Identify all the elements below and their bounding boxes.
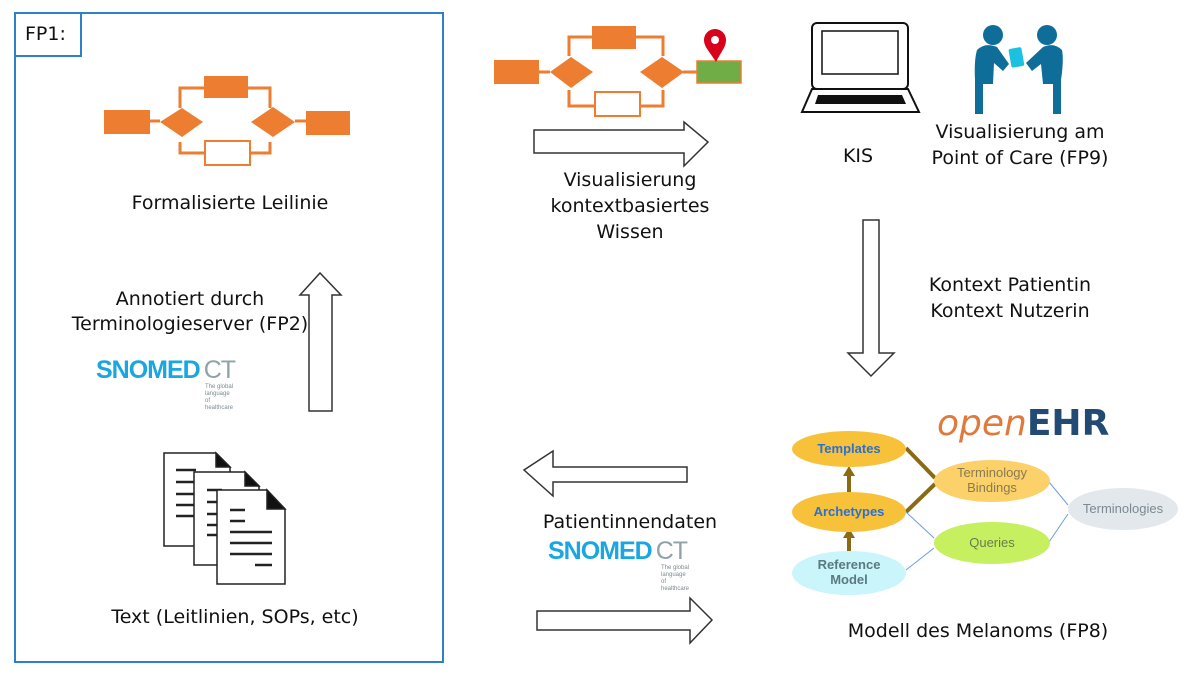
melanoma-model-label: Modell des Melanoms (FP8)	[847, 620, 1109, 642]
point-of-care-people-icon	[974, 25, 1063, 115]
flow-decision-right	[251, 107, 295, 137]
link-templates-bindings	[904, 446, 937, 480]
node-archetypes-label: Archetypes	[813, 504, 885, 519]
visualization-label-line1: Visualisierung	[563, 169, 697, 191]
arrow-down-icon	[846, 219, 896, 378]
node-templates	[792, 431, 906, 467]
flow-step-start	[104, 110, 150, 134]
context-label-line1: Kontext Patientin	[928, 274, 1092, 296]
node-queries-label: Queries	[969, 535, 1015, 550]
point-of-care-label-line2: Point of Care (FP9)	[931, 147, 1109, 169]
flow-decision-left	[160, 108, 203, 137]
snomed-logo-tagline: The global language of healthcare	[205, 384, 234, 411]
node-reference-model	[792, 551, 906, 595]
fp1-container	[14, 12, 444, 663]
node-queries	[934, 522, 1050, 564]
node-reference-model-label: Reference Model	[817, 557, 881, 587]
flowchart-icon	[104, 76, 350, 166]
snomed-logo-ct: CT	[655, 537, 688, 565]
annotation-label-line1: Annotiert durch	[115, 288, 265, 310]
tablet-icon	[1008, 47, 1025, 68]
flow-decision-left	[550, 57, 593, 88]
fp1-tag: FP1:	[14, 12, 82, 57]
openehr-diagram	[792, 431, 1178, 595]
flow-step-top	[592, 26, 636, 49]
point-of-care-label-line1: Visualisierung am	[935, 121, 1105, 143]
flow-step-start	[494, 60, 539, 84]
arrow-left-icon	[522, 449, 688, 498]
flow-step-bottom	[594, 91, 641, 117]
node-terminology-bindings-label: Terminology Bindings	[956, 465, 1028, 495]
node-templates-label: Templates	[817, 441, 881, 456]
arrow-up-icon	[298, 271, 343, 412]
kis-label: KIS	[842, 145, 874, 167]
visualization-label-line3: Wissen	[596, 221, 664, 243]
arrow-right-icon	[533, 120, 710, 168]
snomed-logo-main: SNOMED	[96, 356, 201, 384]
patient-data-label: Patientinnendaten	[542, 511, 718, 533]
link-archetypes-bindings	[904, 482, 937, 514]
laptop-icon	[800, 22, 921, 113]
node-archetypes	[792, 492, 906, 532]
annotation-label-line2: Terminologieserver (FP2)	[71, 313, 309, 335]
context-label-line2: Kontext Nutzerin	[930, 300, 1090, 322]
snomed-logo-main: SNOMED	[548, 537, 653, 565]
flow-decision-right	[640, 57, 684, 88]
guideline-label: Formalisierte Leilinie	[131, 192, 329, 214]
arrow-right-icon	[536, 596, 714, 645]
openehr-logo-ehr: EHR	[1026, 403, 1110, 444]
openehr-logo-open: open	[937, 403, 1027, 444]
location-pin-icon	[704, 29, 726, 62]
flow-step-current	[696, 60, 742, 84]
snomed-logo-tagline: The global language of healthcare	[661, 565, 690, 592]
flowchart-highlighted-icon	[494, 26, 742, 117]
node-terminology-bindings	[934, 460, 1050, 502]
visualization-label-line2: kontextbasiertes	[550, 195, 710, 217]
node-terminologies-label: Terminologies	[1082, 501, 1164, 516]
text-sources-label: Text (Leitlinien, SOPs, etc)	[111, 606, 359, 628]
flow-step-top	[204, 76, 248, 98]
flow-step-bottom	[204, 140, 251, 166]
openehr-logo: openEHR	[937, 403, 1109, 444]
node-terminologies	[1068, 488, 1178, 530]
documents-icon	[163, 451, 287, 585]
snomed-logo-ct: CT	[203, 356, 236, 384]
flow-step-end	[306, 111, 350, 135]
